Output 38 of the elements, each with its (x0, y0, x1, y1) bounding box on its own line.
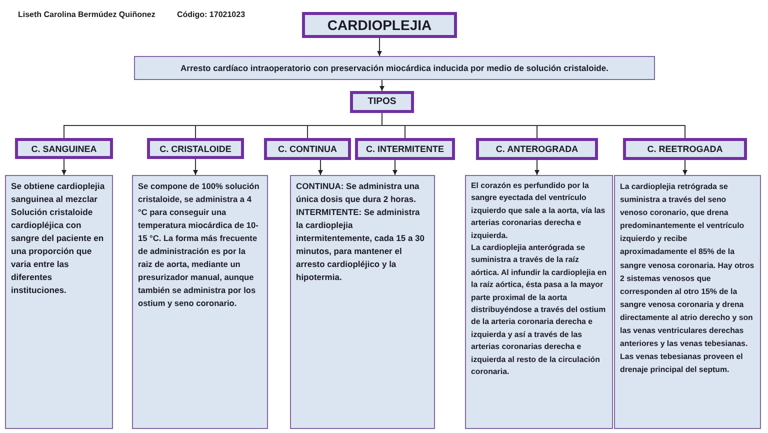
connector-line (382, 112, 686, 138)
description-box (132, 175, 268, 429)
category-label: C. CRISTALOIDE (160, 142, 232, 154)
category-label: C. CONTINUA (278, 143, 337, 155)
category-label: C. SANGUINEA (31, 142, 97, 154)
category-box (15, 138, 113, 159)
arrow (193, 158, 198, 176)
arrow (682, 160, 688, 176)
description-box (465, 175, 613, 429)
description-text: Se compone de 100% solución cristaloide, se administra a 4 °C para conseguir una temperatura miocárdica de 10-15 °C. La forma más frecuente de administración es por la raiz de aorta, mediante un presurizador manual, aunque también se administra por los ostium y seno coronario. (138, 180, 260, 310)
definition-box (134, 56, 655, 80)
arrow (534, 160, 540, 176)
category-box (355, 138, 455, 160)
arrow (62, 158, 66, 176)
arrow (318, 160, 323, 176)
arrow (377, 38, 382, 56)
category-box (623, 138, 747, 160)
author-name: Liseth Carolina Bermúdez Quiñonez (18, 10, 156, 19)
title-text: CARDIOPLEJIA (327, 17, 432, 33)
category-box (476, 138, 598, 160)
category-box (147, 138, 244, 159)
description-box (5, 175, 113, 429)
category-box (264, 138, 351, 160)
description-box (614, 175, 761, 429)
category-box (350, 91, 414, 113)
description-box (290, 175, 435, 429)
arrow (392, 160, 398, 176)
description-text: CONTINUA: Se administra una única dosis que dura 2 horas. (296, 180, 420, 206)
category-label: C. ANTEROGRADA (496, 143, 578, 155)
category-label: C. INTERMITENTE (366, 143, 444, 155)
title-box (302, 12, 457, 38)
description-text: INTERMITENTE: Se administra la cardioplejia intermitentemente, cada 15 a 30 minutos, para mantener el arresto cardiopléjico y la hipotermia. (296, 206, 426, 284)
student-code: Código: 17021023 (177, 10, 246, 19)
description-text: Se obtiene cardioplejia sanguinea al mezclar Solución cristaloide cardiopléjica con sangre del paciente en una proporción que varia entre las diferentes instituciones. (11, 180, 106, 297)
definition-text: Arresto cardíaco intraoperatorio con preservación miocárdica inducida por medio de solución cristaloide. (180, 62, 608, 74)
arrow (380, 80, 384, 92)
category-label: TIPOS (368, 96, 396, 108)
category-label: C. REETROGADA (647, 143, 723, 155)
